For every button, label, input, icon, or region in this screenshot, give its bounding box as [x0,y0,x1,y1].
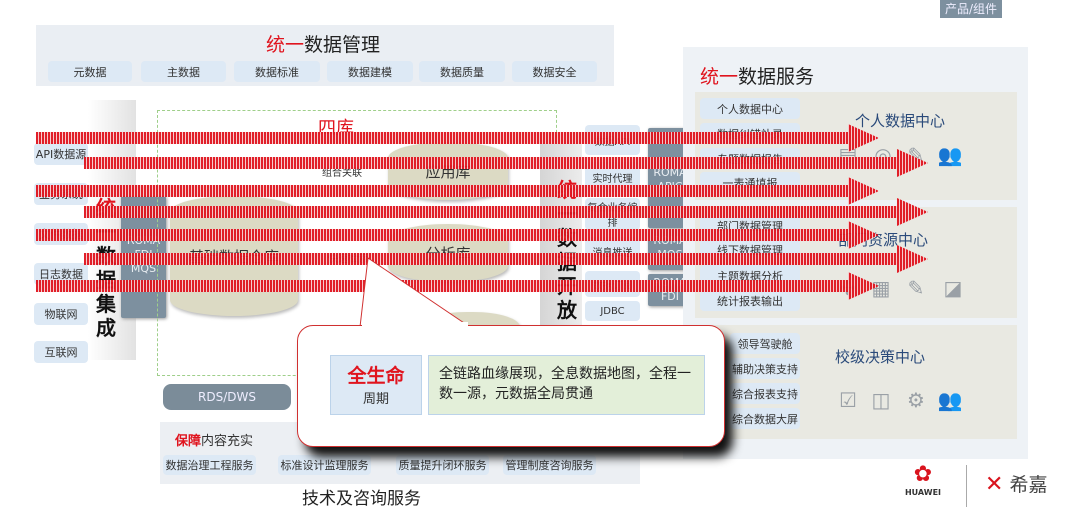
flow-arrow [36,221,879,249]
partner-logo: ✕ 希嘉 [985,472,1048,497]
team-icon: 👥 [937,388,963,412]
decision-item-1[interactable]: 领导驾驶舱 [730,333,800,354]
presenter-chart-icon: ◪ [943,276,963,300]
service-title: 统一数据服务 [700,66,815,88]
open-item-jdbc[interactable]: JDBC [585,301,640,321]
users-icon: 👥 [937,143,963,167]
flow-arrow [84,198,928,226]
source-api[interactable]: API数据源 [34,143,88,165]
support-title: 保障内容充实 [175,434,254,449]
mgmt-item-security[interactable]: 数据安全 [512,61,597,82]
mgmt-item-modeling[interactable]: 数据建模 [327,61,413,82]
report-icon: ▦ [871,276,891,300]
checklist-icon: ☑ [839,388,857,412]
decision-item-4[interactable]: 综合数据大屏 [730,408,800,429]
source-internet[interactable]: 互联网 [34,341,88,363]
mgmt-item-standard[interactable]: 数据标准 [234,61,320,82]
support-item-4[interactable]: 管理制度咨询服务 [503,455,596,475]
source-iot[interactable]: 物联网 [34,303,88,325]
flow-arrow [36,124,879,152]
lifecycle-description: 全链路血缘展现，全息数据地图，全程一数一源，元数据全局贯通 [428,355,705,415]
support-item-1[interactable]: 数据治理工程服务 [163,455,256,475]
decision-item-3[interactable]: 综合报表支持 [730,383,800,404]
management-title: 统一数据管理 [266,34,381,56]
partner-x-icon: ✕ [985,472,1004,497]
mgmt-item-metadata[interactable]: 元数据 [48,61,132,82]
flow-arrow [36,272,879,300]
lifecycle-label: 全生命 周期 [330,355,422,415]
logo-divider [966,465,967,507]
rds-dws-bar: RDS/DWS [163,384,291,410]
support-footer: 技术及咨询服务 [302,489,421,509]
huawei-petals-icon: ✿ [913,462,933,487]
flow-arrow [84,149,928,177]
support-item-2[interactable]: 标准设计监理服务 [278,455,371,475]
huawei-logo: ✿ HUAWEI [898,462,948,497]
link-combine: 组合关联 [322,168,362,179]
personal-item-1[interactable]: 个人数据中心 [700,98,800,119]
flow-arrow [84,245,928,273]
personal-center-name: 个人数据中心 [855,112,946,130]
document-pen-icon: ✎ [907,276,925,300]
presentation-icon: ◫ [871,388,891,412]
mgmt-item-quality[interactable]: 数据质量 [419,61,505,82]
decision-item-2[interactable]: 辅助决策支持 [730,358,800,379]
mgmt-item-master-data[interactable]: 主数据 [141,61,226,82]
dept-item-4[interactable]: 统计报表输出 [700,290,800,311]
source-log[interactable]: 日志数据 [34,263,88,285]
decision-center-name: 校级决策中心 [835,348,926,366]
flow-arrow [36,177,879,205]
callout-pointer-mask [362,322,468,328]
support-item-3[interactable]: 质量提升闭环服务 [396,455,489,475]
corner-tag: 产品/组件 [940,0,1002,18]
gear-icon: ⚙ [907,388,925,412]
